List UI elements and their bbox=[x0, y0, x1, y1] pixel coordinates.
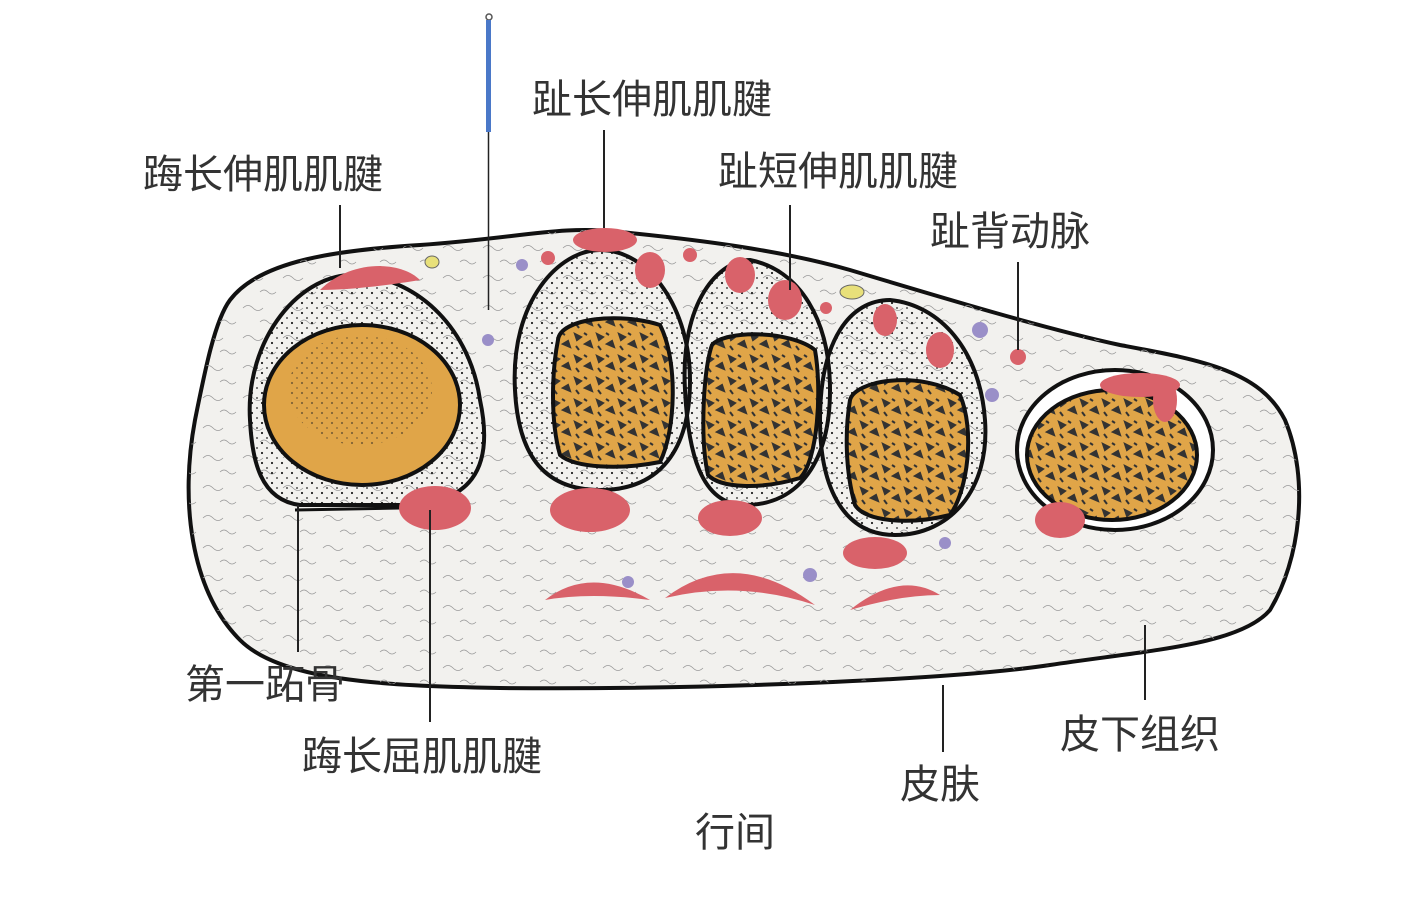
tendons bbox=[320, 228, 1180, 610]
leader-lines bbox=[297, 130, 1146, 752]
metatarsal-3 bbox=[682, 257, 833, 508]
caption-acupoint: 行间 bbox=[695, 810, 775, 856]
veins bbox=[482, 259, 999, 588]
label-ehl-tendon: 踇长伸肌肌腱 bbox=[143, 152, 383, 198]
dorsal-artery bbox=[1010, 349, 1026, 365]
nerves bbox=[424, 255, 865, 300]
metatarsal-2 bbox=[512, 247, 693, 493]
label-dorsal-artery: 趾背动脉 bbox=[930, 209, 1090, 255]
label-first-metatarsal: 第一跖骨 bbox=[185, 662, 345, 708]
fhl-tendon bbox=[399, 486, 471, 530]
label-subcutaneous: 皮下组织 bbox=[1060, 712, 1220, 758]
label-edb-tendon: 趾短伸肌肌腱 bbox=[718, 149, 958, 195]
label-edl-tendon: 趾长伸肌肌腱 bbox=[532, 77, 772, 123]
ehl-tendon bbox=[320, 266, 420, 290]
acupuncture-needle bbox=[485, 13, 493, 310]
edb-tendon bbox=[768, 280, 802, 320]
label-fhl-tendon: 踇长屈肌肌腱 bbox=[302, 734, 542, 780]
label-skin: 皮肤 bbox=[900, 762, 980, 808]
edl-tendon bbox=[573, 228, 637, 252]
